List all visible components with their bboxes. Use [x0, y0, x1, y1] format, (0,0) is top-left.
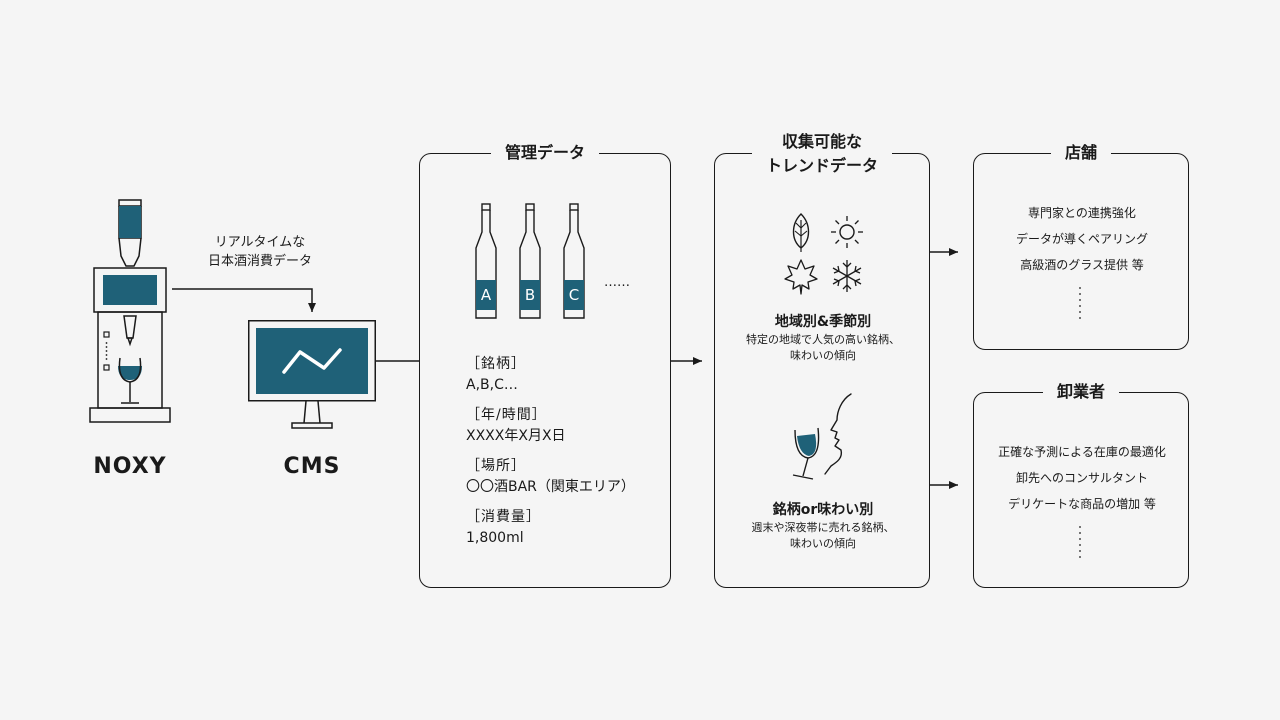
cms-monitor: [248, 320, 376, 430]
field-date-value: XXXX年X月X日: [466, 428, 566, 444]
field-brand-value: A,B,C…: [466, 377, 518, 393]
tasting-face-icon: [792, 393, 852, 480]
cms-wave-icon: [282, 348, 342, 374]
store-items: 専門家との連携強化 データが導くペアリング 高級酒のグラス提供 等: [974, 200, 1190, 278]
arrow-noxy-to-cms: [172, 288, 316, 312]
bottle-a: [475, 203, 497, 319]
trend-title-line2: トレンドデータ: [765, 156, 879, 175]
store-item: 高級酒のグラス提供 等: [1020, 258, 1144, 272]
trend-region-desc-line1: 特定の地域で人気の高い銘柄、: [746, 333, 900, 346]
trend-title-line1: 収集可能な: [781, 132, 863, 151]
trend-brand-desc-line1: 週末や深夜帯に売れる銘柄、: [751, 521, 895, 534]
trend-region-title: 地域別&季節別: [774, 314, 872, 330]
wholesale-item: デリケートな商品の増加 等: [1008, 497, 1156, 511]
cms-label: CMS: [283, 454, 341, 479]
cms-monitor-illustration: [248, 320, 376, 429]
snowflake-icon: [832, 260, 862, 292]
trend-brand-title: 銘柄or味わい別: [772, 502, 874, 518]
field-brand-label: ［銘柄］: [466, 356, 526, 372]
wholesale-more-dots: [1079, 526, 1081, 558]
trend-data-box: 収集可能な トレンドデータ: [714, 130, 931, 588]
managed-data-title: 管理データ: [490, 142, 600, 164]
flow-label-line1: リアルタイムな: [214, 235, 306, 250]
wholesale-title: 卸業者: [1042, 381, 1120, 403]
noxy-machine: [88, 198, 172, 424]
noxy-bottle-label: [119, 206, 141, 238]
wine-glass-icon: [792, 427, 820, 480]
wholesale-box: 卸業者 正確な予測による在庫の最適化 卸先へのコンサルタント デリケートな商品の…: [973, 381, 1190, 588]
trend-brand-desc-line2: 味わいの傾向: [790, 537, 856, 550]
flow-label: リアルタイムな 日本酒消費データ: [190, 233, 330, 271]
noxy-machine-illustration: [89, 199, 171, 423]
field-place-value: 〇〇酒BAR（関東エリア）: [466, 479, 635, 495]
bottle-ellipsis: ……: [604, 275, 630, 290]
store-title: 店舗: [1050, 142, 1112, 164]
trend-data-title: 収集可能な トレンドデータ: [751, 130, 893, 178]
managed-data-box: 管理データ A B C …… ［銘柄］ A,B,C… ［年/時間］ XXXX年X…: [419, 142, 671, 588]
store-box: 店舗 専門家との連携強化 データが導くペアリング 高級酒のグラス提供 等: [973, 142, 1190, 350]
field-volume-label: ［消費量］: [466, 509, 541, 525]
wholesale-items: 正確な予測による在庫の最適化 卸先へのコンサルタント デリケートな商品の増加 等: [974, 439, 1190, 517]
flow-label-line2: 日本酒消費データ: [207, 254, 312, 269]
field-date-label: ［年/時間］: [466, 407, 547, 423]
field-place-label: ［場所］: [466, 458, 526, 474]
noxy-screen: [103, 275, 157, 305]
store-item: データが導くペアリング: [1015, 232, 1148, 246]
bottle-a-label: A: [481, 286, 492, 304]
bottle-b-label: B: [525, 286, 535, 304]
store-more-dots: [1079, 287, 1081, 319]
season-icons: [784, 213, 863, 295]
store-item: 専門家との連携強化: [1028, 206, 1136, 220]
wholesale-item: 正確な予測による在庫の最適化: [998, 445, 1166, 459]
trend-brand-block: 銘柄or味わい別 週末や深夜帯に売れる銘柄、 味わいの傾向: [715, 500, 931, 552]
bottle-c-label: C: [569, 286, 579, 304]
trend-region-desc-line2: 味わいの傾向: [790, 349, 856, 362]
wholesale-item: 卸先へのコンサルタント: [1015, 471, 1148, 485]
sake-bottles: A B C ……: [475, 203, 630, 319]
noxy-label: NOXY: [93, 454, 167, 479]
leaf-icon: [792, 213, 810, 252]
managed-fields: ［銘柄］ A,B,C… ［年/時間］ XXXX年X月X日 ［場所］ 〇〇酒BAR…: [466, 354, 666, 558]
trend-region-block: 地域別&季節別 特定の地域で人気の高い銘柄、 味わいの傾向: [715, 312, 931, 364]
maple-leaf-icon: [784, 259, 818, 295]
bottle-c: [563, 203, 585, 319]
bottle-b: [519, 203, 541, 319]
field-volume-value: 1,800ml: [466, 530, 524, 546]
sun-icon: [831, 216, 863, 248]
